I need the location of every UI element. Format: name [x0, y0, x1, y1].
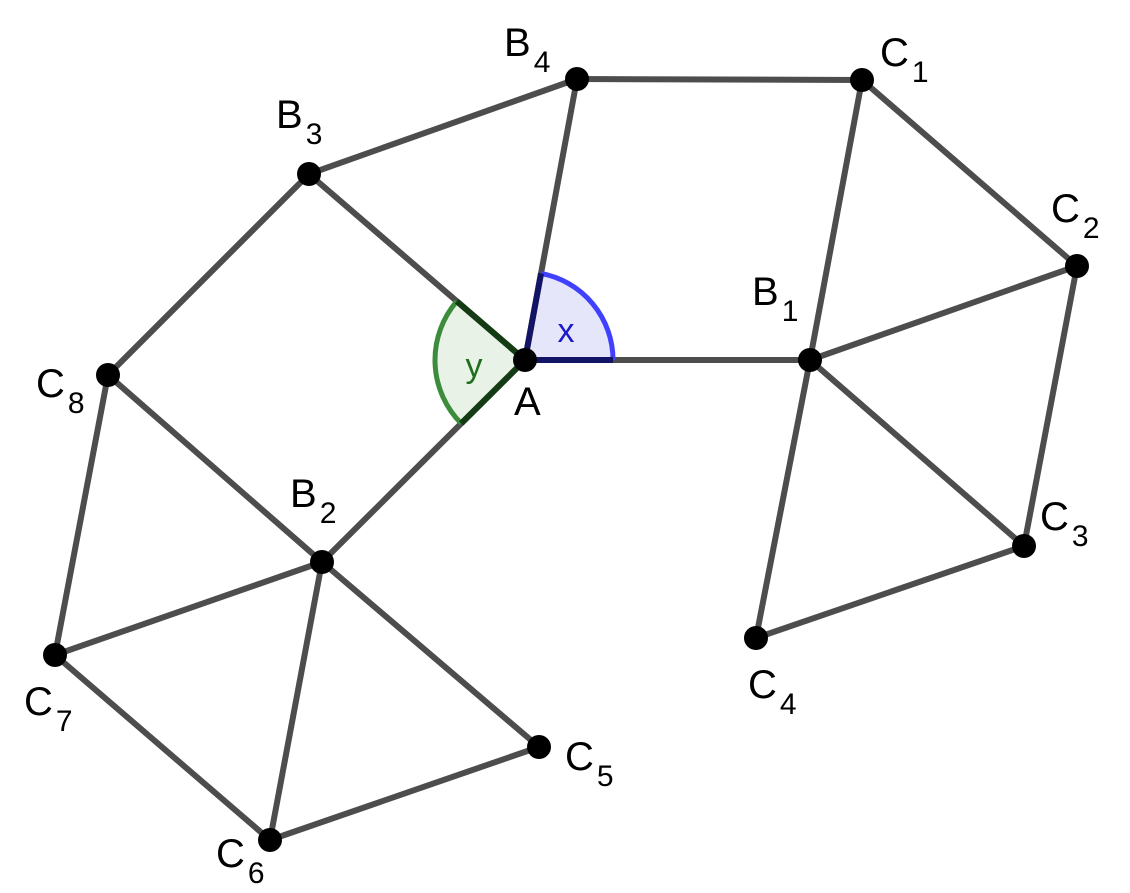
edge-b2-c6	[267, 559, 325, 843]
edge-c6-c5	[267, 744, 542, 843]
vertex-c4	[744, 626, 768, 650]
edge-b3-c8	[105, 171, 312, 378]
label-c1-base: C	[880, 31, 909, 75]
vertices	[43, 67, 1089, 852]
label-c8-subscript: 8	[68, 387, 85, 420]
label-b3-subscript: 3	[306, 118, 323, 151]
angle-x-label: x	[558, 312, 575, 350]
angle-markers	[435, 273, 613, 424]
edge-b1-c3	[807, 357, 1027, 549]
edge-b1-c2	[807, 263, 1080, 363]
angle-y-arc	[432, 299, 463, 426]
angle-x-arc	[540, 271, 616, 361]
label-b4-subscript: 4	[534, 46, 551, 79]
label-b3-base: B	[276, 93, 303, 137]
label-c3-base: C	[1040, 495, 1069, 539]
edge-b2-c5	[319, 559, 542, 750]
angle-y-leg	[459, 357, 528, 426]
angle-y-label: y	[466, 347, 483, 385]
vertex-c8	[96, 363, 120, 387]
vertex-c2	[1065, 254, 1089, 278]
label-c1-subscript: 1	[912, 56, 929, 89]
edge-c1-b1	[807, 77, 865, 363]
label-c8-base: C	[36, 362, 65, 406]
vertex-b4	[565, 67, 589, 91]
edge-b3-b4	[306, 76, 580, 177]
label-c5-base: C	[565, 735, 594, 779]
edge-c7-c6	[52, 652, 273, 843]
label-b4-base: B	[504, 21, 531, 65]
vertex-c7	[43, 643, 67, 667]
edge-c2-c3	[1021, 263, 1080, 549]
edge-b4-c1	[574, 76, 865, 83]
vertex-a	[513, 348, 537, 372]
angle-y-marker	[435, 301, 525, 424]
edge-c8-b2	[105, 372, 325, 565]
edge-c8-c7	[52, 372, 111, 658]
angle-y-leg	[454, 298, 527, 363]
vertex-c1	[850, 68, 874, 92]
edge-c3-c4	[753, 543, 1027, 641]
label-c4-subscript: 4	[780, 688, 797, 721]
angle-x-marker	[525, 273, 613, 360]
label-c4-base: C	[748, 663, 777, 707]
edge-b1-c4	[753, 357, 813, 641]
label-c2-base: C	[1051, 187, 1080, 231]
vertex-b1	[798, 348, 822, 372]
label-a-base: A	[514, 380, 541, 424]
label-c7-subscript: 7	[56, 705, 73, 738]
label-c2-subscript: 2	[1083, 212, 1100, 245]
angle-arcs: x y	[432, 271, 616, 426]
edge-c1-c2	[859, 77, 1080, 269]
label-b1-subscript: 1	[782, 295, 799, 328]
label-b2-subscript: 2	[320, 497, 337, 530]
vertex-c5	[527, 735, 551, 759]
label-b1-base: B	[752, 270, 779, 314]
label-b2-base: B	[290, 472, 317, 516]
edge-b2-c7	[52, 559, 325, 658]
label-c6-base: C	[216, 832, 245, 876]
edges	[52, 76, 1080, 843]
label-c6-subscript: 6	[248, 857, 265, 890]
label-a: A	[514, 380, 541, 424]
label-c3-subscript: 3	[1072, 520, 1089, 553]
vertex-c3	[1012, 534, 1036, 558]
label-c7-base: C	[24, 680, 53, 724]
angle-x-leg	[522, 272, 544, 361]
label-c5-subscript: 5	[597, 760, 614, 793]
vertex-b3	[297, 162, 321, 186]
vertex-b2	[310, 550, 334, 574]
vertex-c6	[258, 828, 282, 852]
